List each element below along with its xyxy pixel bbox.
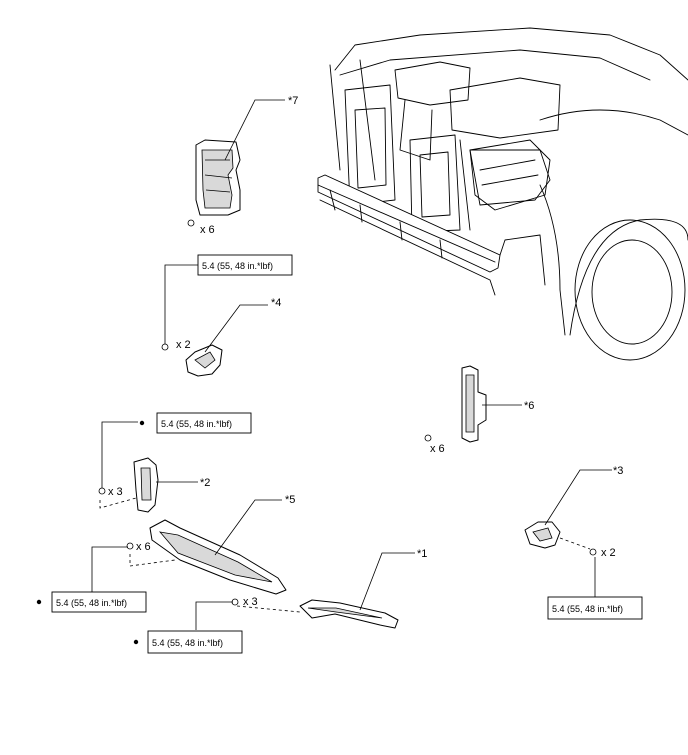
label-part-2: *2 — [200, 477, 210, 489]
part-7-shape — [195, 139, 241, 216]
part-3-shape — [524, 521, 561, 549]
part-6-shape — [461, 365, 487, 443]
bolt-2 — [98, 487, 106, 495]
bolt-4 — [161, 343, 169, 351]
torque-bullet-2 — [139, 420, 145, 426]
qty-6: x 6 — [430, 443, 445, 455]
vehicle-front-illustration — [317, 27, 688, 361]
qty-7: x 6 — [200, 224, 215, 236]
bolt-3 — [589, 548, 597, 556]
label-part-3: *3 — [613, 465, 623, 477]
label-part-7: *7 — [288, 95, 298, 107]
leader-torque-1 — [195, 601, 233, 630]
leader-7 — [224, 99, 285, 161]
torque-box-5 — [51, 591, 147, 613]
dashed-guide-5 — [129, 554, 176, 567]
leader-3 — [544, 469, 612, 526]
qty-2: x 3 — [108, 486, 123, 498]
dashed-guide-1 — [236, 605, 301, 613]
torque-bullet-1 — [133, 639, 139, 645]
leader-torque-4 — [164, 264, 198, 344]
torque-box-3 — [547, 596, 643, 620]
torque-4: 5.4 (55, 48 in.*lbf) — [202, 261, 273, 271]
leader-torque-5 — [91, 546, 128, 592]
label-part-6: *6 — [524, 400, 534, 412]
qty-5: x 6 — [136, 541, 151, 553]
leader-torque-2 — [101, 421, 138, 488]
leader-4 — [204, 304, 268, 353]
leader-1 — [359, 552, 415, 611]
qty-4: x 2 — [176, 339, 191, 351]
dashed-guide-2 — [99, 497, 137, 509]
label-part-4: *4 — [271, 297, 281, 309]
qty-1: x 3 — [243, 596, 258, 608]
part-1-shape — [299, 599, 399, 629]
label-part-5: *5 — [285, 494, 295, 506]
torque-1: 5.4 (55, 48 in.*lbf) — [152, 638, 223, 648]
torque-5: 5.4 (55, 48 in.*lbf) — [56, 598, 127, 608]
bolt-7 — [187, 219, 195, 227]
label-part-1: *1 — [417, 548, 427, 560]
torque-3: 5.4 (55, 48 in.*lbf) — [552, 604, 623, 614]
torque-box-2 — [156, 412, 252, 434]
torque-2: 5.4 (55, 48 in.*lbf) — [161, 419, 232, 429]
part-4-shape — [185, 344, 223, 377]
bolt-6 — [424, 434, 432, 442]
part-2-shape — [133, 457, 159, 513]
torque-box-4 — [197, 254, 293, 276]
leader-5 — [214, 499, 282, 556]
part-5-shape — [149, 519, 287, 595]
dashed-guide-3 — [559, 537, 591, 550]
bolt-5 — [126, 542, 134, 550]
torque-box-1 — [147, 630, 243, 654]
qty-3: x 2 — [601, 547, 616, 559]
torque-bullet-5 — [36, 599, 42, 605]
